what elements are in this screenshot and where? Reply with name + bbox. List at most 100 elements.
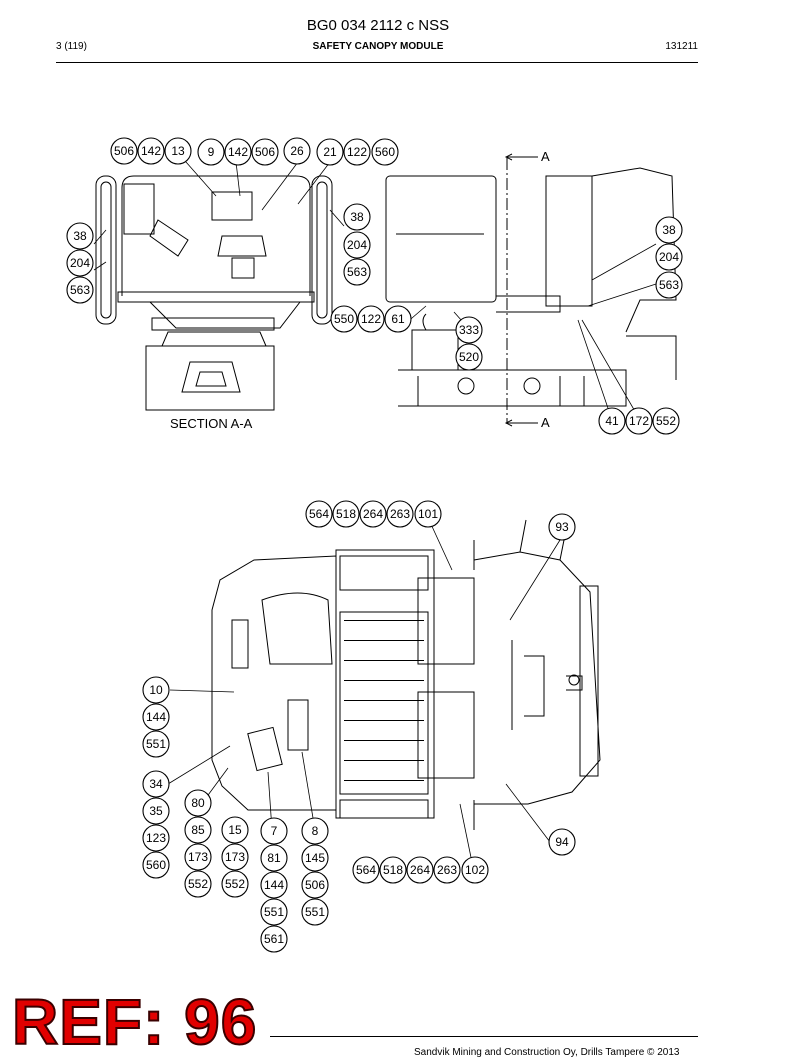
svg-text:563: 563 xyxy=(659,278,679,292)
balloon: 94 xyxy=(548,828,576,856)
svg-text:61: 61 xyxy=(391,312,405,326)
canopy-side-view xyxy=(385,167,677,407)
svg-text:172: 172 xyxy=(629,414,649,428)
balloon: 204 xyxy=(655,243,683,271)
balloon: 10 xyxy=(142,676,170,704)
balloon: 38 xyxy=(343,203,371,231)
svg-text:145: 145 xyxy=(305,851,325,865)
balloon: 9 xyxy=(197,138,225,166)
balloon-group-top-mid: 38 204 563 xyxy=(343,203,371,286)
balloon: 81 xyxy=(260,844,288,872)
balloon-group-plan-bottom: 564 518 264 263 102 94 xyxy=(352,828,576,884)
balloon: 142 xyxy=(137,137,165,165)
balloon: 38 xyxy=(66,222,94,250)
svg-text:518: 518 xyxy=(336,507,356,521)
balloon: 7 xyxy=(260,817,288,845)
balloon: 85 xyxy=(184,816,212,844)
svg-text:204: 204 xyxy=(659,250,679,264)
svg-text:551: 551 xyxy=(305,905,325,919)
svg-text:560: 560 xyxy=(375,145,395,159)
svg-text:15: 15 xyxy=(228,823,242,837)
header-rule xyxy=(56,62,698,63)
svg-text:263: 263 xyxy=(390,507,410,521)
balloon: 333 xyxy=(455,316,483,344)
balloon-group-top-bottom-mid: 550 122 61 333 520 xyxy=(330,305,483,371)
canopy-section-view xyxy=(95,175,333,411)
svg-text:122: 122 xyxy=(347,145,367,159)
balloon: 172 xyxy=(625,407,653,435)
balloon: 264 xyxy=(406,856,434,884)
section-marker-top: A xyxy=(541,149,550,164)
balloon: 204 xyxy=(343,231,371,259)
page-number: 3 (119) xyxy=(56,41,87,52)
balloon: 518 xyxy=(332,500,360,528)
balloon: 506 xyxy=(110,137,138,165)
balloon: 123 xyxy=(142,824,170,852)
svg-text:506: 506 xyxy=(114,144,134,158)
balloon: 563 xyxy=(66,276,94,304)
svg-text:563: 563 xyxy=(70,283,90,297)
svg-text:13: 13 xyxy=(171,144,185,158)
document-title: BG0 034 2112 c NSS xyxy=(306,17,450,34)
balloon-group-plan-columns: 80 85 173 552 15 173 552 7 81 144 551 56… xyxy=(184,789,329,953)
balloon: 80 xyxy=(184,789,212,817)
svg-text:144: 144 xyxy=(146,710,166,724)
balloon: 173 xyxy=(184,843,212,871)
svg-text:564: 564 xyxy=(309,507,329,521)
svg-text:93: 93 xyxy=(555,520,569,534)
svg-text:21: 21 xyxy=(323,145,337,159)
svg-text:552: 552 xyxy=(656,414,676,428)
balloon: 145 xyxy=(301,844,329,872)
balloon: 34 xyxy=(142,770,170,798)
footer-rule xyxy=(270,1036,698,1037)
balloon: 506 xyxy=(301,871,329,899)
balloon: 561 xyxy=(260,925,288,953)
balloon-group-top-row: 506 142 13 9 142 506 26 21 122 560 xyxy=(110,137,399,166)
balloon: 263 xyxy=(433,856,461,884)
balloon: 551 xyxy=(260,898,288,926)
svg-text:41: 41 xyxy=(605,414,619,428)
svg-text:35: 35 xyxy=(149,804,163,818)
balloon: 552 xyxy=(184,870,212,898)
svg-text:142: 142 xyxy=(228,145,248,159)
balloon-group-top-bottom-right: 41 172 552 xyxy=(598,407,680,435)
balloon: 551 xyxy=(142,730,170,758)
section-label: SECTION A-A xyxy=(170,416,253,431)
balloon: 263 xyxy=(386,500,414,528)
svg-text:123: 123 xyxy=(146,831,166,845)
balloon: 563 xyxy=(655,271,683,299)
balloon: 173 xyxy=(221,843,249,871)
balloon: 142 xyxy=(224,138,252,166)
balloon: 26 xyxy=(283,137,311,165)
svg-text:173: 173 xyxy=(188,850,208,864)
document-date: 131211 xyxy=(665,41,698,52)
svg-text:264: 264 xyxy=(410,863,430,877)
svg-text:552: 552 xyxy=(188,877,208,891)
canopy-plan-view xyxy=(211,519,601,830)
balloon: 551 xyxy=(301,898,329,926)
balloon: 21 xyxy=(316,138,344,166)
svg-text:80: 80 xyxy=(191,796,205,810)
svg-text:142: 142 xyxy=(141,144,161,158)
balloon: 101 xyxy=(414,500,442,528)
svg-text:34: 34 xyxy=(149,777,163,791)
svg-text:561: 561 xyxy=(264,932,284,946)
svg-text:38: 38 xyxy=(350,210,364,224)
balloon-group-plan-left: 10 144 551 34 35 123 560 xyxy=(142,676,170,879)
balloon: 144 xyxy=(142,703,170,731)
svg-text:552: 552 xyxy=(225,877,245,891)
balloon: 518 xyxy=(379,856,407,884)
balloon: 264 xyxy=(359,500,387,528)
balloon: 13 xyxy=(164,137,192,165)
svg-text:85: 85 xyxy=(191,823,205,837)
balloon-group-top-right: 38 204 563 xyxy=(655,216,683,299)
balloon: 520 xyxy=(455,343,483,371)
svg-text:506: 506 xyxy=(255,145,275,159)
svg-text:101: 101 xyxy=(418,507,438,521)
svg-text:10: 10 xyxy=(149,683,163,697)
svg-text:26: 26 xyxy=(290,144,304,158)
svg-text:506: 506 xyxy=(305,878,325,892)
balloon: 204 xyxy=(66,249,94,277)
section-marker-bottom: A xyxy=(541,415,550,430)
balloon: 122 xyxy=(343,138,371,166)
